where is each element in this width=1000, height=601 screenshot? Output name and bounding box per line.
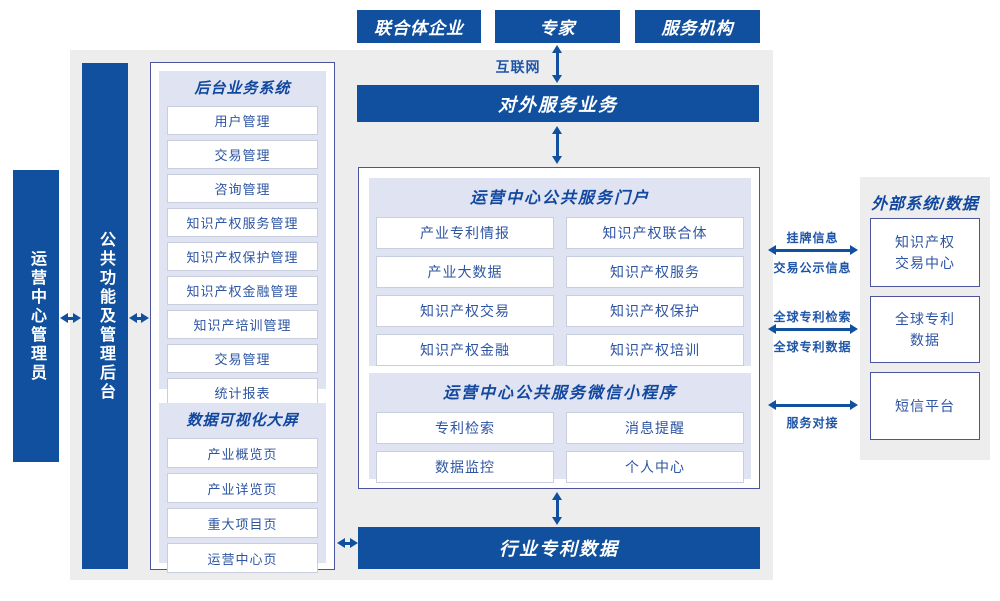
miniprogram-item: 个人中心	[566, 451, 744, 483]
external-systems-title: 外部系统/数据	[871, 196, 979, 213]
arrow-portal-to-industry-data	[552, 492, 562, 525]
portal-item: 产业大数据	[376, 256, 554, 288]
data-screen-item: 重大项目页	[167, 508, 318, 538]
actor-box-experts: 专家	[495, 10, 620, 43]
external-box-sms-platform: 短信平台	[870, 372, 980, 440]
backend-item: 知识产培训管理	[167, 310, 318, 339]
external-service-bar-label: 对外服务业务	[498, 94, 618, 115]
arrow-service-to-portal	[552, 126, 562, 164]
data-screen-item: 产业概览页	[167, 438, 318, 468]
miniprogram-title: 运营中心公共服务微信小程序	[442, 385, 677, 402]
backend-item: 知识产权金融管理	[167, 276, 318, 305]
actor-label: 联合体企业	[374, 19, 464, 38]
arrow-trading-center	[768, 245, 858, 255]
global-patent-search-label: 全球专利检索	[773, 310, 852, 324]
external-box-global-patent-data: 全球专利 数据	[870, 296, 980, 363]
actor-label: 服务机构	[661, 19, 734, 38]
portal-title: 运营中心公共服务门户	[469, 190, 650, 207]
portal-container-box: 运营中心公共服务门户 产业专利情报 知识产权联合体 产业大数据 知识产权服务 知…	[358, 167, 760, 489]
arrow-global-patent	[768, 324, 858, 334]
trade-publicity-label: 交易公示信息	[773, 261, 852, 275]
public-function-backend-bar: 公共功能及管理后台	[82, 63, 128, 569]
backend-system-panel: 后台业务系统 用户管理 交易管理 咨询管理 知识产权服务管理 知识产权保护管理 …	[159, 71, 326, 407]
miniprogram-item: 数据监控	[376, 451, 554, 483]
portal-item: 知识产权联合体	[566, 217, 744, 249]
internet-label: 互联网	[495, 59, 541, 75]
portal-item: 知识产权交易	[376, 295, 554, 327]
portal-item: 知识产权保护	[566, 295, 744, 327]
industry-patent-bar: 行业专利数据	[358, 527, 760, 569]
portal-item: 知识产权服务	[566, 256, 744, 288]
arrow-backend-to-system	[129, 313, 149, 323]
backend-container-box: 后台业务系统 用户管理 交易管理 咨询管理 知识产权服务管理 知识产权保护管理 …	[150, 62, 335, 573]
arrow-internet	[552, 45, 562, 83]
data-screen-item: 运营中心页	[167, 543, 318, 573]
portal-item: 知识产权培训	[566, 334, 744, 366]
public-function-backend-label: 公共功能及管理后台	[97, 230, 114, 402]
external-service-bar: 对外服务业务	[357, 85, 759, 122]
service-docking-label: 服务对接	[786, 416, 839, 430]
backend-item: 交易管理	[167, 140, 318, 169]
actor-label: 专家	[539, 19, 576, 38]
miniprogram-item: 专利检索	[376, 412, 554, 444]
backend-item: 咨询管理	[167, 174, 318, 203]
actor-box-service-orgs: 服务机构	[635, 10, 760, 43]
operation-center-admin-bar: 运营中心管理员	[13, 170, 59, 462]
listing-info-label: 挂牌信息	[786, 231, 839, 245]
arrow-screen-to-industry-data	[337, 538, 358, 548]
backend-item: 交易管理	[167, 344, 318, 373]
backend-system-title: 后台业务系统	[194, 80, 291, 97]
backend-item: 知识产权服务管理	[167, 208, 318, 237]
operation-center-admin-label: 运营中心管理员	[28, 249, 45, 383]
data-screen-panel: 数据可视化大屏 产业概览页 产业详览页 重大项目页 运营中心页	[159, 403, 326, 573]
actor-box-consortium: 联合体企业	[357, 10, 481, 43]
industry-patent-bar-label: 行业专利数据	[499, 539, 619, 559]
external-box-ip-trading-center: 知识产权 交易中心	[870, 218, 980, 287]
portal-item: 产业专利情报	[376, 217, 554, 249]
backend-item: 知识产权保护管理	[167, 242, 318, 271]
portal-item: 知识产权金融	[376, 334, 554, 366]
arrow-sms-platform	[768, 400, 858, 410]
miniprogram-item: 消息提醒	[566, 412, 744, 444]
miniprogram-panel: 运营中心公共服务微信小程序 专利检索 消息提醒 数据监控 个人中心	[369, 373, 751, 483]
data-screen-title: 数据可视化大屏	[186, 412, 299, 429]
data-screen-item: 产业详览页	[167, 473, 318, 503]
global-patent-data-label: 全球专利数据	[773, 340, 852, 354]
backend-item: 用户管理	[167, 106, 318, 135]
portal-panel: 运营中心公共服务门户 产业专利情报 知识产权联合体 产业大数据 知识产权服务 知…	[369, 178, 751, 366]
arrow-admin-to-backend	[60, 313, 81, 323]
